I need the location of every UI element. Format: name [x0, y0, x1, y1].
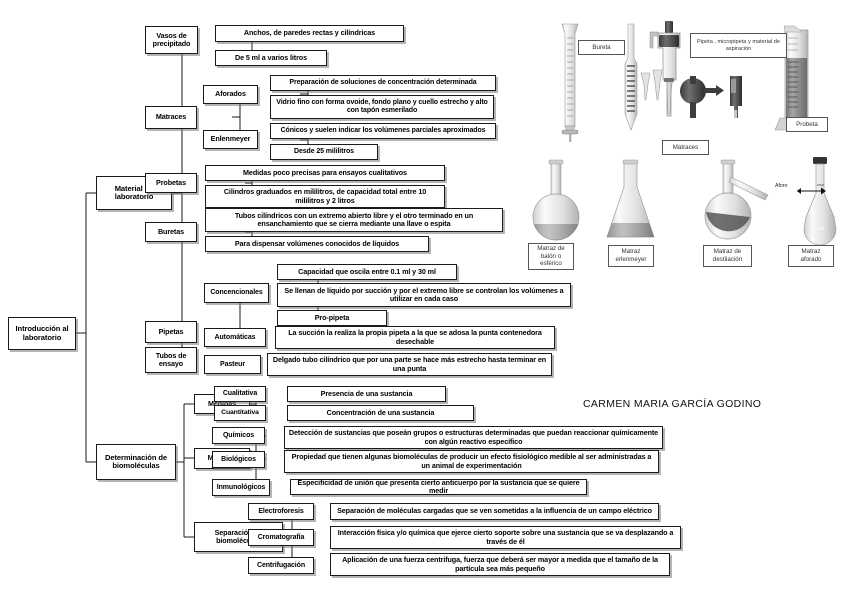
node-enlenmeyer-desc-1[interactable]: Cónicos y suelen indicar los volúmenes p… — [270, 123, 496, 139]
matraces-picture-label: Matraces — [662, 140, 709, 155]
node-enlenmeyer[interactable]: Enlenmeyer — [203, 130, 258, 149]
node-enlenmeyer-desc-2[interactable]: Desde 25 mililitros — [270, 144, 378, 160]
aforo-annotation-label: Aforo — [775, 183, 788, 189]
node-concencionales[interactable]: Concencionales — [204, 283, 269, 303]
author-name: CARMEN MARIA GARCÍA GODINO — [583, 398, 762, 410]
node-pipetas[interactable]: Pipetas — [145, 321, 197, 343]
node-tubos-ensayo[interactable]: Tubos de ensayo — [145, 347, 197, 373]
node-conv-desc-2[interactable]: Se llenan de líquido por succión y por e… — [277, 283, 571, 307]
node-aforados[interactable]: Aforados — [203, 85, 258, 104]
pipeta-graduada-illustration — [624, 23, 638, 131]
node-pasteur[interactable]: Pasteur — [204, 355, 261, 374]
matraz-destilacion-picture-label: Matraz de destilación — [703, 245, 752, 267]
pro-pipeta-illustration — [680, 76, 724, 118]
node-cromatografia-desc[interactable]: Interacción física y/o química que ejerc… — [330, 526, 681, 549]
node-probetas-desc-2[interactable]: Cilindros graduados en mililitros, de ca… — [205, 185, 445, 208]
node-biologicos[interactable]: Biológicos — [212, 451, 265, 468]
node-cuantitativa[interactable]: Cuantitativa — [214, 405, 266, 421]
matraz-aforado-picture-label: Matraz aforado — [788, 245, 834, 267]
node-probetas[interactable]: Probetas — [145, 173, 197, 193]
probeta-picture-label: Probeta — [786, 117, 828, 132]
aforo-arrow-icon — [797, 187, 826, 195]
node-inmunologicos-desc[interactable]: Especificidad de unión que presenta cier… — [290, 478, 587, 495]
node-conv-desc-1[interactable]: Capacidad que oscila entre 0.1 ml y 30 m… — [277, 264, 457, 280]
node-aforados-desc-2[interactable]: Vidrio fino con forma ovoide, fondo plan… — [270, 95, 494, 119]
matraces-illustrations — [532, 157, 837, 246]
material-aspiracion-illustration — [730, 76, 742, 118]
matraz-balon-picture-label: Matraz de balón o esférico — [528, 243, 574, 270]
node-centrifugacion-desc[interactable]: Aplicación de una fuerza centrifuga, fue… — [330, 553, 670, 576]
node-vasos-precipitado[interactable]: Vasos de precipitado — [145, 26, 198, 54]
bureta-picture-label: Bureta — [578, 40, 625, 55]
pipeta-picture-label: Pipeta , micropipeta y material de aspir… — [690, 33, 787, 58]
node-automaticas-desc[interactable]: La succión la realiza la propia pipeta a… — [275, 326, 555, 349]
bureta-illustration — [561, 23, 579, 142]
node-vasos-desc-1[interactable]: Anchos, de paredes rectas y cilíndricas — [215, 25, 404, 42]
node-pasteur-desc[interactable]: Delgado tubo cilíndrico que por una part… — [267, 353, 552, 376]
node-cromatografia[interactable]: Cromatografía — [248, 529, 314, 546]
node-probetas-desc-1[interactable]: Medidas poco precisas para ensayos cuali… — [205, 165, 445, 181]
node-automaticas[interactable]: Automáticas — [204, 328, 266, 347]
node-cualitativa[interactable]: Cualitativa — [214, 386, 266, 402]
node-inmunologicos[interactable]: Inmunológicos — [212, 479, 270, 496]
node-vasos-desc-2[interactable]: De 5 ml a varios litros — [215, 50, 327, 66]
matraz-balon-illustration — [532, 159, 580, 241]
node-electroforesis[interactable]: Electroforesis — [248, 503, 314, 520]
node-buretas-desc-2[interactable]: Para dispensar volúmenes conocidos de lí… — [205, 236, 429, 252]
node-quimicos-desc[interactable]: Detección de sustancias que poseán grupo… — [284, 426, 663, 449]
lab-equipment-illustrations — [561, 21, 819, 142]
node-root[interactable]: Introducción al laboratorio — [8, 317, 76, 350]
node-electroforesis-desc[interactable]: Separación de moléculas cargadas que se … — [330, 503, 659, 520]
micropipeta-illustration — [649, 21, 681, 117]
matraz-aforado-illustration — [803, 157, 837, 246]
node-cuantitativa-desc[interactable]: Concentración de una sustancia — [287, 405, 474, 421]
node-biologicos-desc[interactable]: Propiedad que tienen algunas biomolécula… — [284, 450, 659, 473]
node-quimicos[interactable]: Químicos — [212, 427, 265, 444]
matraz-erlenmeyer-illustration — [606, 159, 655, 238]
node-aforados-desc-1[interactable]: Preparación de soluciones de concentraci… — [270, 75, 496, 91]
node-separacion-biomoleculas[interactable]: Separación de biomoléculas — [194, 522, 283, 552]
matraz-destilacion-illustration — [704, 159, 769, 240]
node-centrifugacion[interactable]: Centrifugación — [248, 557, 314, 574]
node-buretas[interactable]: Buretas — [145, 222, 197, 242]
node-determinacion-biomoleculas[interactable]: Determinación de biomoléculas — [96, 444, 176, 480]
node-conv-desc-3[interactable]: Pro-pipeta — [277, 310, 387, 326]
node-buretas-desc-1[interactable]: Tubos cilíndricos con un extremo abierto… — [205, 208, 503, 232]
matraz-erlenmeyer-picture-label: Matraz erlenmeyer — [608, 245, 654, 267]
node-matraces[interactable]: Matraces — [145, 106, 197, 129]
node-cualitativa-desc[interactable]: Presencia de una sustancia — [287, 386, 446, 402]
